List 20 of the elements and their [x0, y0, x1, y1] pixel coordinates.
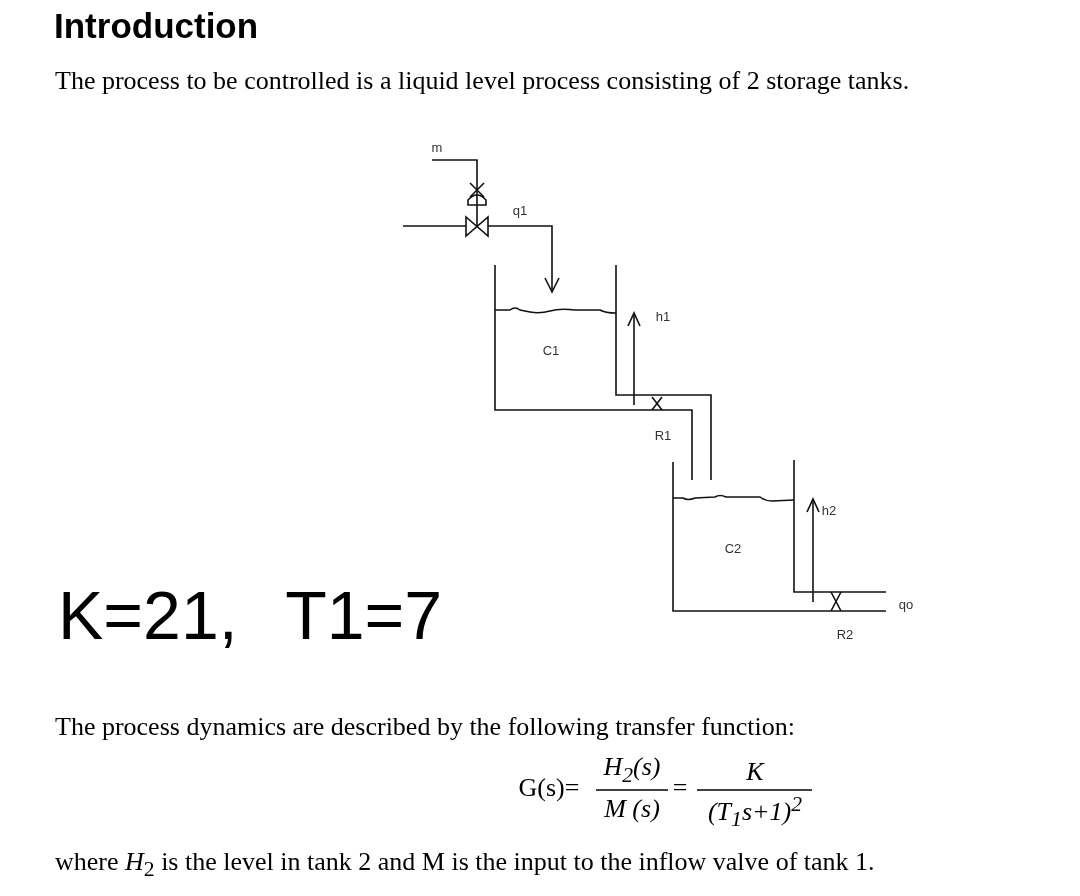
formula-term: =	[672, 773, 688, 803]
formula-term: (T$_{1}$s+1)$^{2}$	[707, 791, 803, 833]
level-label: h1	[655, 308, 671, 324]
paragraph: The process to be controlled is a liquid level process consisting of 2 storage tanks.	[55, 66, 910, 96]
valve-label: R1	[654, 427, 672, 443]
valve-label: R2	[836, 626, 854, 642]
formula-term: M (s)	[604, 794, 660, 824]
flow-label: qo	[898, 596, 914, 612]
flow-label: q1	[512, 202, 528, 218]
part-label: m	[431, 139, 443, 155]
formula-term: H$_{2}$(s)	[603, 752, 661, 788]
paragraph: The process dynamics are described by the following transfer function:	[55, 712, 796, 742]
tank-label: C2	[724, 540, 742, 556]
tank-label: C1	[542, 342, 560, 358]
heading: Introduction	[54, 6, 259, 46]
formula-term: K	[746, 757, 764, 787]
parameter-values: K=21, T1=7	[58, 576, 443, 654]
formula-term: G(s)=	[518, 773, 580, 803]
paragraph: where H$_{2}$ is the level in tank 2 and M is the input to the inflow valve of tank 1.	[55, 847, 875, 883]
level-label: h2	[821, 502, 837, 518]
